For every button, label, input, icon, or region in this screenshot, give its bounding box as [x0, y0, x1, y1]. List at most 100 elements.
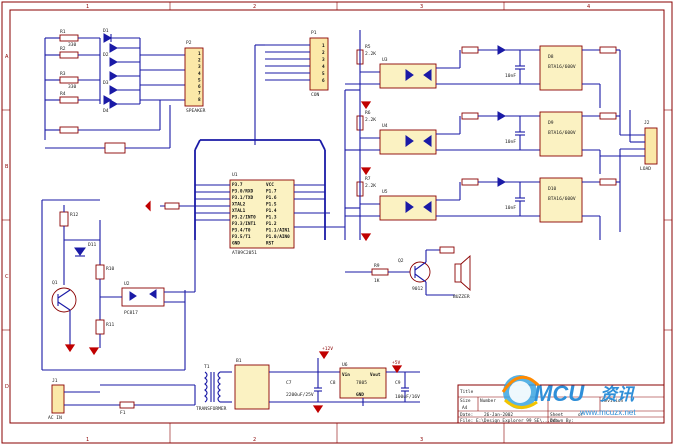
speaker-pin-2: 2 — [198, 58, 201, 64]
regulator-part: 7805 — [356, 380, 367, 386]
sheet-value: of — [578, 412, 584, 418]
date-label: Date: — [460, 412, 473, 418]
mcu-pin-left-9: P3.5/T1 — [232, 234, 251, 240]
mcu-pin-left-4: XTAL2 — [232, 202, 246, 208]
transformer-label: TRANSFORMER — [196, 406, 227, 412]
opto-resistor-value-1: 2.2K — [365, 51, 376, 57]
mcu-pin-right-5: P1.4 — [266, 208, 277, 214]
r1-value: 330 — [68, 42, 77, 48]
zone-top-4: 4 — [587, 4, 590, 10]
zone-left-a: A — [5, 54, 9, 60]
speaker-pin-7: 7 — [198, 91, 201, 97]
mcu-pin-right-4: P1.5 — [266, 202, 277, 208]
power-input-name: AC IN — [48, 415, 62, 421]
zero-cross-r11: R11 — [106, 322, 115, 328]
triac-ref-1: D8 — [548, 54, 554, 60]
mcu-pin-left-1: P3.7 — [232, 182, 243, 188]
speaker-header-ref: P2 — [186, 40, 192, 46]
opto-resistor-2: R6 — [365, 110, 371, 116]
top-pin-3: 3 — [322, 57, 325, 63]
zone-top-3: 3 — [420, 4, 423, 10]
opto-triac-stages: U3R52.2K10nFD8BTA16/600VU4R62.2K10nFD9BT… — [345, 44, 620, 242]
mcu-pin-right-10: RST — [266, 241, 274, 247]
regulator-pin-vout: Vout — [370, 372, 381, 378]
opto-ref-3: U5 — [382, 189, 388, 195]
zone-left-b: B — [5, 164, 9, 170]
drawn-label: Drawn By: — [550, 418, 574, 424]
top-header-name: CON — [311, 92, 320, 98]
size-value: A4 — [462, 405, 468, 411]
triac-part-2: BTA16/600V — [548, 130, 576, 136]
mcu-pin-right-1: VCC — [266, 182, 274, 188]
mcu-ref: U1 — [232, 172, 238, 178]
watermark-suffix: 资讯 — [600, 385, 636, 404]
output-connector — [644, 127, 658, 165]
speaker-pin-3: 3 — [198, 64, 201, 70]
cap-c7: C7 — [286, 380, 292, 386]
speaker-pin-8: 8 — [198, 97, 201, 103]
zero-cross-diode: D11 — [88, 242, 97, 248]
zero-cross-opto-part: PC817 — [124, 310, 138, 316]
mcu-pin-left-6: P3.2/INT0 — [232, 215, 256, 221]
cap-c9-value: 100uF/16V — [395, 394, 420, 400]
speaker-pin-6: 6 — [198, 84, 201, 90]
mcu-pin-left-8: P3.4/T0 — [232, 228, 251, 234]
power-vin-marker — [318, 351, 330, 360]
top-header-ref: P1 — [311, 30, 317, 36]
mcu-pin-right-6: P1.3 — [266, 215, 277, 221]
zero-cross-r12: R12 — [70, 212, 79, 218]
title-label: Title — [460, 389, 474, 395]
top-header-wires — [254, 44, 310, 145]
mcu-pins: P3.7P3.0/RXDP3.1/TXDXTAL2XTAL1P3.2/INT0P… — [232, 182, 290, 247]
watermark-logo — [501, 375, 541, 409]
led-section — [44, 33, 185, 154]
zone-left-c: C — [5, 274, 9, 280]
speaker-pin-1: 1 — [198, 51, 201, 57]
cap-c7-value: 2200uF/25V — [286, 392, 314, 398]
speaker-header — [184, 47, 204, 107]
speaker-pin-5: 5 — [198, 77, 201, 83]
d4-label: D4 — [103, 108, 109, 114]
d1-label: D1 — [103, 28, 109, 34]
power-vcc-marker — [391, 365, 403, 374]
power-fuse: F1 — [120, 410, 126, 416]
watermark-brand: MCU — [534, 381, 585, 406]
mcu-pin-left-5: XTAL1 — [232, 208, 246, 214]
output-connector-name: LOAD — [640, 166, 651, 172]
triac-part-3: BTA16/600V — [548, 196, 576, 202]
buzzer-transistor-part: 9012 — [412, 286, 423, 292]
mcu-pin-left-3: P3.1/TXD — [232, 195, 254, 201]
power-ground — [312, 405, 324, 414]
power-vin-label: +12V — [322, 346, 333, 352]
mcu-pin-right-3: P1.6 — [266, 195, 277, 201]
buzzer-transistor: Q2 — [398, 258, 404, 264]
r2-label: R2 — [60, 46, 66, 52]
opto-ref-1: U3 — [382, 57, 388, 63]
output-wires — [600, 50, 645, 232]
snubber-cap-3: 10nF — [505, 205, 516, 211]
cap-c8: C8 — [330, 380, 336, 386]
triac-ref-3: D10 — [548, 186, 557, 192]
d3-label: D3 — [103, 80, 109, 86]
buzzer-resistor-value: 1K — [374, 278, 380, 284]
bridge-ref: B1 — [236, 358, 242, 364]
mcu-pin-left-7: P3.3/INT1 — [232, 221, 256, 227]
power-supply — [51, 358, 420, 414]
mcu-pin-left-2: P3.0/RXD — [232, 189, 254, 195]
file-label: File: — [460, 418, 473, 424]
ground-symbol-3 — [64, 344, 76, 353]
sheet-label: Sheet — [550, 412, 564, 418]
mcu-pin-right-8: P1.1/AIN1 — [266, 228, 290, 234]
top-pin-5: 5 — [322, 71, 325, 77]
top-pin-1: 1 — [322, 43, 325, 49]
triac-ref-2: D9 — [548, 120, 554, 126]
opto-resistor-value-2: 2.2K — [365, 117, 376, 123]
opto-ref-2: U4 — [382, 123, 388, 129]
file-value: E:\Design Explorer 99 SE\...ddb — [476, 418, 558, 424]
title-block — [457, 384, 665, 424]
mcu-bus — [194, 139, 326, 240]
mcu-pin-right-2: P1.7 — [266, 189, 277, 195]
